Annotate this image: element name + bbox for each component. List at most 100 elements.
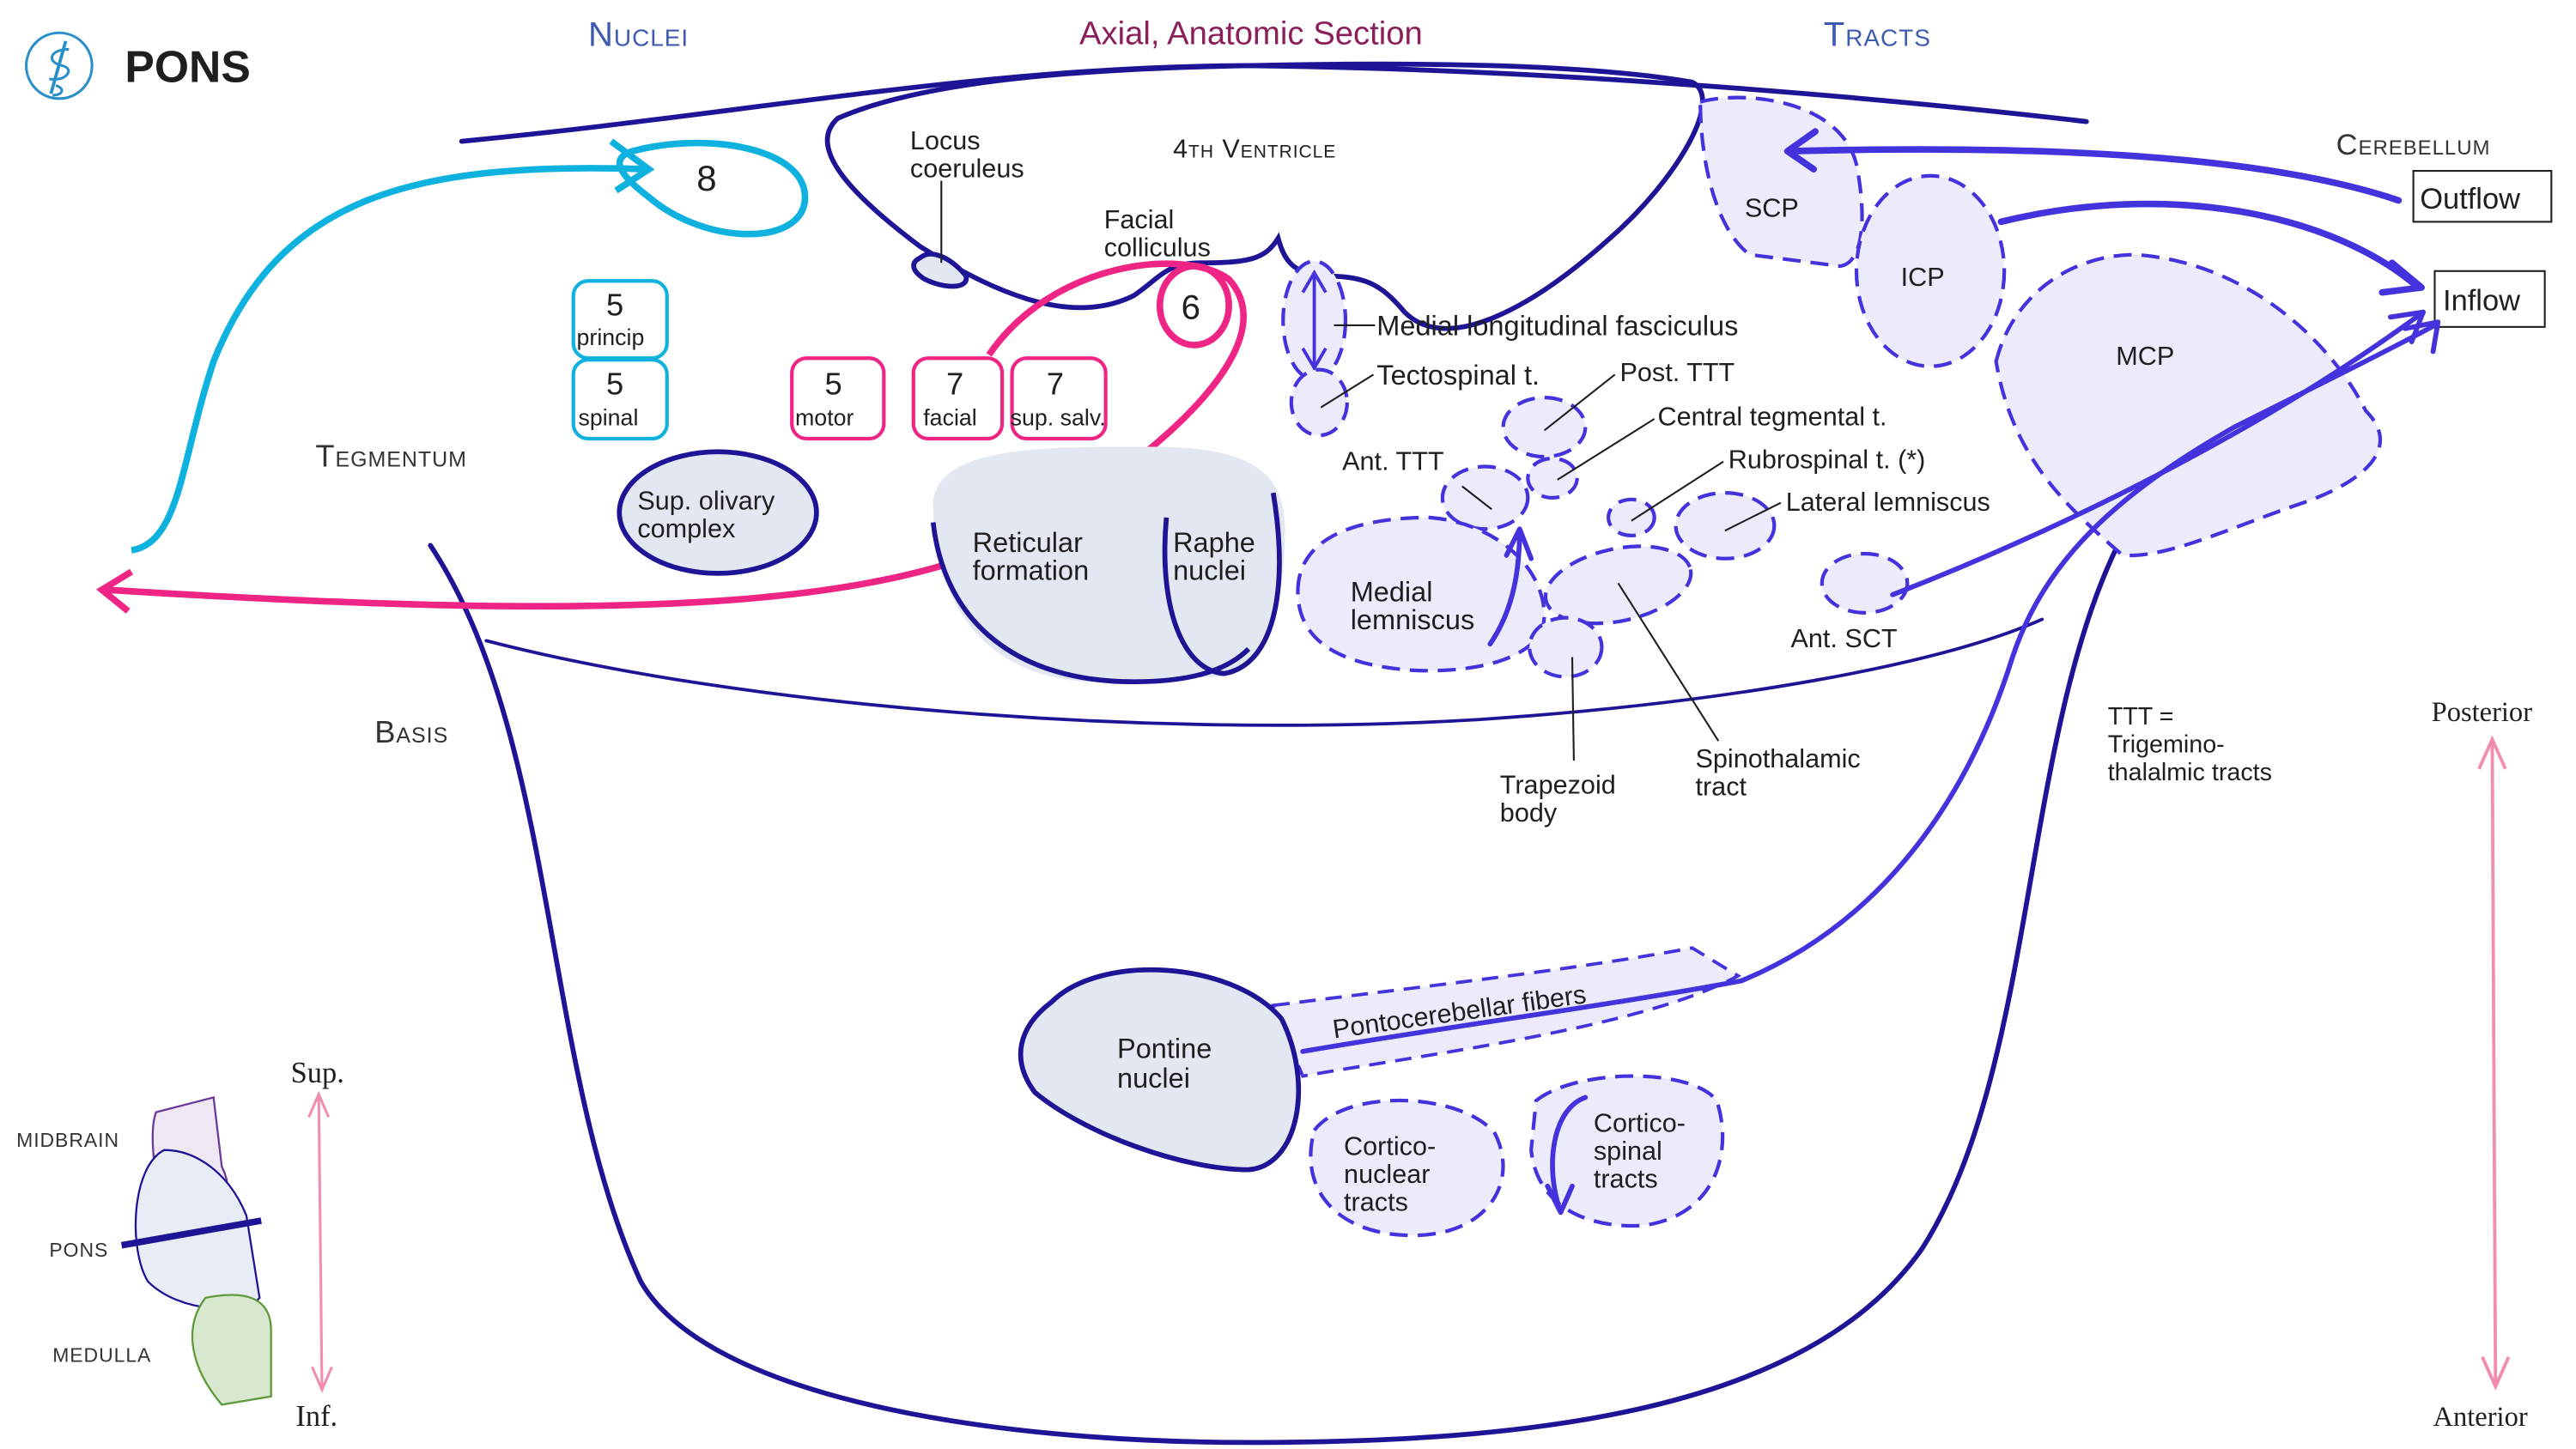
outflow-arrowhead <box>1783 128 1819 173</box>
raphe-nuclei <box>1162 492 1282 676</box>
reticular-formation <box>930 446 1285 685</box>
label-posterior: Posterior <box>2432 697 2533 728</box>
label-locus-2: coeruleus <box>910 155 1024 184</box>
dorsal-surface <box>459 63 2089 144</box>
heading-tracts: Tracts <box>1824 15 1931 54</box>
logo-circle <box>25 31 94 100</box>
label-lateral-lemniscus: Lateral lemniscus <box>1786 488 1990 517</box>
svg-text:formation: formation <box>973 555 1090 586</box>
label-tectospinal: Tectospinal t. <box>1376 360 1540 391</box>
heading-section-title: Axial, Anatomic Section <box>1079 15 1423 52</box>
svg-text:MCP: MCP <box>2116 342 2174 371</box>
cn8-pathway-arrow <box>131 165 649 554</box>
label-ant-ttt: Ant. TTT <box>1342 446 1443 476</box>
inflow-label: Inflow <box>2443 285 2520 318</box>
svg-text:Cortico-: Cortico- <box>1594 1109 1686 1138</box>
svg-text:Sup. olivary: Sup. olivary <box>637 486 775 515</box>
posterior-anterior-arrow <box>2477 735 2511 1391</box>
legend-ttt-3: thalalmic tracts <box>2108 759 2272 786</box>
svg-text:complex: complex <box>637 514 735 543</box>
svg-text:spinal: spinal <box>1594 1137 1662 1166</box>
label-facial-colliculus-1: Facial <box>1104 205 1175 234</box>
pontine-nuclei <box>1018 967 1302 1173</box>
svg-text:Cortico-: Cortico- <box>1344 1131 1436 1161</box>
trapezoid-body <box>1528 615 1604 679</box>
posterior-ttt-tract <box>1501 396 1588 459</box>
label-facial-colliculus-2: colliculus <box>1104 233 1211 263</box>
label-inferior: Inf. <box>295 1400 337 1433</box>
svg-text:Medial: Medial <box>1351 576 1433 607</box>
tectospinal-tract <box>1289 367 1349 438</box>
heading-nuclei: Nuclei <box>588 15 689 54</box>
svg-text:SCP: SCP <box>1745 194 1799 223</box>
svg-text:MEDULLA: MEDULLA <box>52 1344 151 1367</box>
label-anterior: Anterior <box>2433 1402 2528 1433</box>
svg-text:7: 7 <box>1047 366 1064 401</box>
corticonuclear-tracts <box>1309 1098 1505 1238</box>
label-superior: Sup. <box>291 1057 344 1089</box>
brainstem-inset <box>120 1096 272 1406</box>
medial-lemniscus-arrow <box>1487 526 1534 647</box>
outflow-arrow <box>1787 146 2403 204</box>
cn5-principal-nucleus: 5 princip <box>571 279 669 361</box>
superior-cerebellar-peduncle <box>1698 95 1864 269</box>
label-ant-sct: Ant. SCT <box>1790 624 1897 653</box>
caduceus-icon <box>49 40 70 97</box>
label-central-tegmental: Central tegmental t. <box>1657 403 1886 432</box>
svg-text:Reticular: Reticular <box>973 527 1083 558</box>
svg-text:tracts: tracts <box>1594 1165 1658 1194</box>
svg-text:facial: facial <box>923 405 976 431</box>
locus-coeruleus-nucleus <box>911 252 969 289</box>
cn8-number: 8 <box>696 158 716 198</box>
svg-text:nuclear: nuclear <box>1344 1160 1430 1189</box>
outflow-box: Outflow <box>2412 169 2553 223</box>
svg-text:lemniscus: lemniscus <box>1351 604 1475 635</box>
fourth-ventricle-outline <box>824 61 1705 331</box>
superior-inferior-arrow <box>307 1090 333 1393</box>
svg-text:spinal: spinal <box>578 405 638 431</box>
corticospinal-tracts <box>1529 1074 1725 1228</box>
pontocerebellar-inflow-arrowhead <box>2403 319 2441 355</box>
svg-text:Spinothalamic: Spinothalamic <box>1695 744 1860 773</box>
svg-text:5: 5 <box>606 366 623 401</box>
svg-text:tracts: tracts <box>1344 1187 1408 1216</box>
svg-text:ICP: ICP <box>1901 263 1945 292</box>
corticospinal-arrow <box>1545 1094 1589 1216</box>
tegmentum-basis-boundary <box>484 617 2044 727</box>
svg-text:Trapezoid: Trapezoid <box>1500 770 1616 799</box>
ant-sct-inflow-arrowhead <box>2387 309 2426 344</box>
rubrospinal-tract <box>1606 497 1656 538</box>
label-locus-1: Locus <box>910 126 981 155</box>
icp-inflow-arrowhead <box>2379 259 2425 296</box>
anterior-ttt-tract <box>1440 464 1530 531</box>
svg-text:nuclei: nuclei <box>1117 1063 1190 1094</box>
cn8-arrowhead <box>609 138 655 194</box>
mlf-double-arrow <box>1301 269 1327 372</box>
cn7-facial-nucleus: 7 facial <box>911 356 1005 441</box>
superior-olivary-complex <box>617 449 819 576</box>
label-post-ttt: Post. TTT <box>1619 358 1735 387</box>
facial-arrowhead <box>96 568 134 614</box>
page-title: PONS <box>125 42 250 92</box>
pontocerebellar-inflow-arrow <box>1739 323 2438 984</box>
label-fourth-ventricle: 4th Ventricle <box>1173 135 1336 164</box>
label-mlf: Medial longitudinal fasciculus <box>1376 310 1738 341</box>
svg-text:Raphe: Raphe <box>1173 527 1255 558</box>
svg-text:5: 5 <box>606 287 623 322</box>
inferior-cerebellar-peduncle <box>1854 173 2007 368</box>
svg-text:sup. salv.: sup. salv. <box>1011 405 1106 431</box>
cn6-nucleus: 6 <box>1156 263 1232 349</box>
inset-medulla <box>191 1294 272 1406</box>
cn8-nucleus: 8 <box>616 139 809 238</box>
basis-outline <box>428 539 2122 1446</box>
pons-outline <box>428 61 2122 1446</box>
lateral-lemniscus-tract <box>1674 491 1777 561</box>
cn5-motor-nucleus: 5 motor <box>790 356 886 441</box>
svg-text:nuclei: nuclei <box>1173 555 1246 586</box>
cn7-superior-salivatory-nucleus: 7 sup. salv. <box>1010 356 1108 441</box>
anterior-spinocerebellar-tract <box>1820 551 1910 615</box>
inflow-box: Inflow <box>2433 270 2546 328</box>
svg-text:tract: tract <box>1695 772 1747 801</box>
middle-cerebellar-peduncle <box>1994 252 2383 558</box>
